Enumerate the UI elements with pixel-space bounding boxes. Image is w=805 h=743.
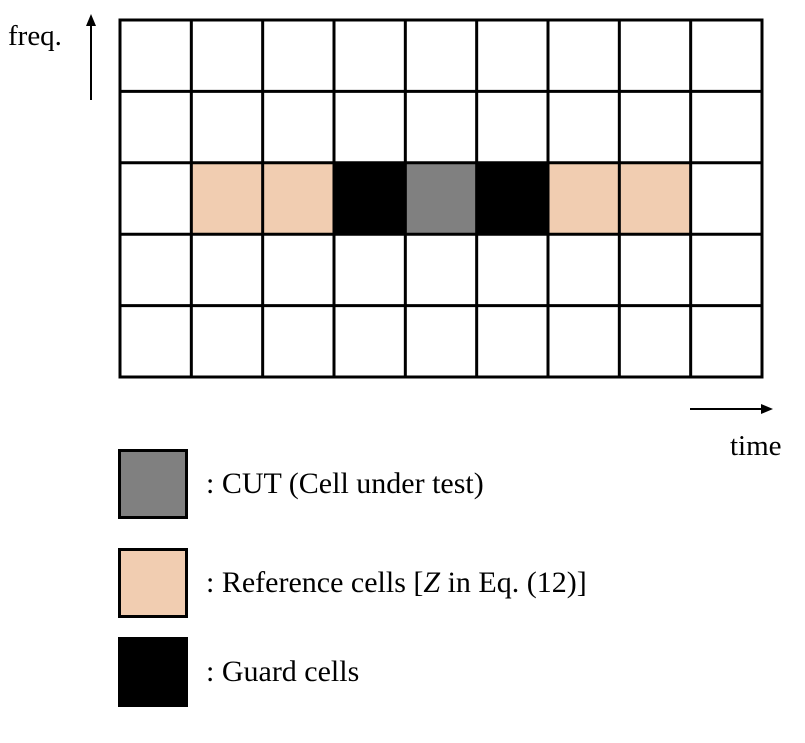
cell-empty [690,91,762,163]
grid-lines [118,18,764,379]
legend-label-guard: : Guard cells [206,655,360,688]
cell-guard [334,162,406,235]
cell-empty [690,305,762,377]
cell-empty [548,234,620,306]
cell-reference [262,162,334,235]
cell-reference [619,162,691,235]
cell-empty [120,20,192,92]
cell-empty [262,305,334,377]
cut-swatch [118,449,188,519]
cell-empty [262,20,334,92]
cell-empty [405,234,477,306]
time-arrow [690,404,773,414]
legend-item-reference: : Reference cells [Z in Eq. (12)] [118,546,587,620]
cell-empty [690,234,762,306]
cell-empty [690,162,762,235]
cell-empty [120,91,192,163]
legend-label-cut: : CUT (Cell under test) [206,467,484,500]
grid-cells [120,20,762,377]
legend-item-cut: : CUT (Cell under test) [118,447,484,521]
cell-empty [619,20,691,92]
legend-label-reference: : Reference cells [Z in Eq. (12)] [206,566,587,599]
cell-empty [690,20,762,92]
cell-empty [334,305,406,377]
cell-empty [191,234,263,306]
cell-empty [548,305,620,377]
cell-empty [191,91,263,163]
cell-empty [191,20,263,92]
cell-empty [120,162,192,235]
cell-empty [262,91,334,163]
cell-empty [334,20,406,92]
cell-empty [476,234,548,306]
cell-empty [120,234,192,306]
cell-empty [120,305,192,377]
cell-reference [548,162,620,235]
cell-empty [405,20,477,92]
cfar-grid-diagram [86,14,773,414]
cell-empty [405,91,477,163]
guard-swatch [118,637,188,707]
cell-empty [548,91,620,163]
cell-empty [262,234,334,306]
reference-swatch [118,548,188,618]
legend-item-guard: : Guard cells [118,635,359,709]
cell-empty [334,91,406,163]
cell-empty [619,305,691,377]
cell-guard [476,162,548,235]
cell-empty [191,305,263,377]
cell-reference [191,162,263,235]
cell-empty [334,234,406,306]
time-axis-label: time [730,430,782,462]
cell-empty [619,91,691,163]
frequency-axis-label: freq. [8,20,62,52]
cell-empty [619,234,691,306]
cell-empty [476,305,548,377]
cell-empty [405,305,477,377]
cell-empty [548,20,620,92]
frequency-arrow [86,14,96,100]
cell-empty [476,91,548,163]
cell-cut [405,162,477,235]
cell-empty [476,20,548,92]
